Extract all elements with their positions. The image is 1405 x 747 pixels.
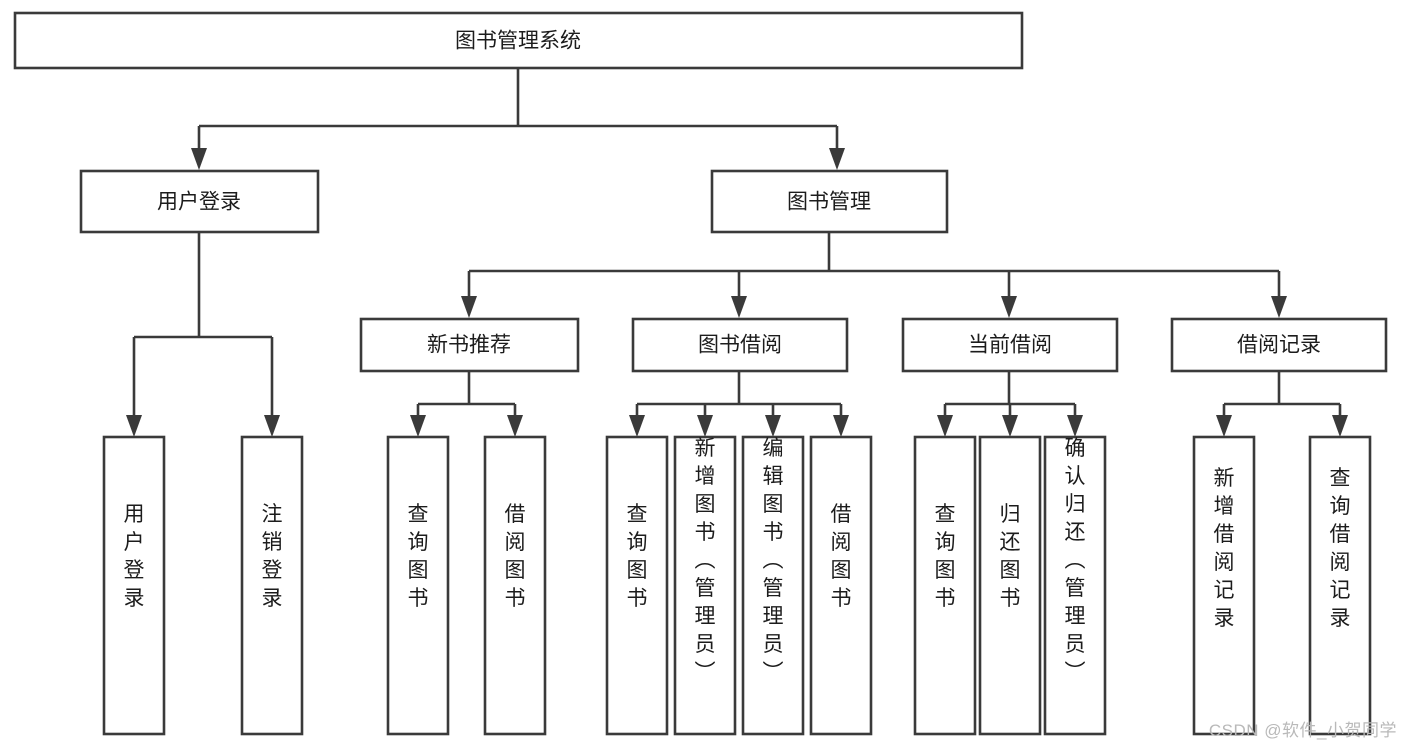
leaf-node-user-login-0[interactable]: 用户登录 bbox=[102, 435, 166, 736]
node-new-book-recommend[interactable]: 新书推荐 bbox=[359, 317, 580, 373]
node-book-borrow-label: 图书借阅 bbox=[698, 334, 782, 357]
leaf-label-vertical: 用户登录 bbox=[124, 503, 145, 610]
leaf-node-book-borrow-0[interactable]: 查询图书 bbox=[605, 435, 669, 736]
node-book-management-box[interactable] bbox=[710, 169, 949, 234]
node-borrow-record-box[interactable] bbox=[1170, 317, 1388, 373]
leaf-box[interactable] bbox=[1192, 435, 1256, 736]
leaf-label-vertical: 注销登录 bbox=[262, 503, 283, 610]
leaf-label-vertical: 查询图书 bbox=[408, 503, 429, 610]
leaf-node-book-borrow-2[interactable]: 编辑图书︵管理员︶ bbox=[741, 435, 805, 736]
leaf-box[interactable] bbox=[605, 435, 669, 736]
arrow-head-l2-1 bbox=[731, 296, 747, 318]
leaf-node-borrow-record-1[interactable]: 查询借阅记录 bbox=[1308, 435, 1372, 736]
arrow-head-borrow-record-leaf-0 bbox=[1216, 415, 1232, 437]
node-user-login[interactable]: 用户登录 bbox=[79, 169, 320, 234]
connector-group-root bbox=[191, 68, 845, 170]
connector-group-borrow-record bbox=[1216, 372, 1348, 437]
leaf-label-vertical: 查询借阅记录 bbox=[1330, 467, 1351, 630]
leaf-node-current-borrow-0[interactable]: 查询图书 bbox=[913, 435, 977, 736]
leaf-label-vertical: 借阅图书 bbox=[505, 503, 526, 610]
leaf-label-vertical: 确认归还︵管理员︶ bbox=[1065, 437, 1086, 684]
node-user-login-box[interactable] bbox=[79, 169, 320, 234]
leaf-label-vertical: 归还图书 bbox=[1000, 503, 1021, 610]
arrow-head-user-login-leaf-0 bbox=[126, 415, 142, 437]
node-user-login-label: 用户登录 bbox=[157, 191, 241, 214]
node-current-borrow-label: 当前借阅 bbox=[968, 334, 1052, 357]
node-borrow-record-label: 借阅记录 bbox=[1237, 334, 1321, 357]
node-new-book-recommend-label: 新书推荐 bbox=[427, 334, 511, 357]
leaf-label-vertical: 编辑图书︵管理员︶ bbox=[763, 437, 784, 684]
arrow-head-new-book-leaf-1 bbox=[507, 415, 523, 437]
node-book-management[interactable]: 图书管理 bbox=[710, 169, 949, 234]
leaf-node-current-borrow-1[interactable]: 归还图书 bbox=[978, 435, 1042, 736]
node-new-book-recommend-box[interactable] bbox=[359, 317, 580, 373]
arrow-head-new-book-leaf-0 bbox=[410, 415, 426, 437]
leaf-node-book-borrow-3[interactable]: 借阅图书 bbox=[809, 435, 873, 736]
arrow-head-book-borrow-leaf-1 bbox=[697, 415, 713, 437]
node-current-borrow[interactable]: 当前借阅 bbox=[901, 317, 1119, 373]
leaf-label-vertical: 查询图书 bbox=[627, 503, 648, 610]
node-book-borrow[interactable]: 图书借阅 bbox=[631, 317, 849, 373]
connector-group-user-login bbox=[126, 232, 280, 437]
connector-group-current-borrow bbox=[937, 372, 1083, 437]
node-root-label: 图书管理系统 bbox=[455, 30, 581, 53]
arrow-head-borrow-record-leaf-1 bbox=[1332, 415, 1348, 437]
node-book-borrow-box[interactable] bbox=[631, 317, 849, 373]
arrow-head-current-borrow-leaf-0 bbox=[937, 415, 953, 437]
node-borrow-record[interactable]: 借阅记录 bbox=[1170, 317, 1388, 373]
connector-group-book-mgmt bbox=[461, 232, 1287, 318]
arrow-head-book-borrow-leaf-3 bbox=[833, 415, 849, 437]
arrow-head-l2-0 bbox=[461, 296, 477, 318]
node-root[interactable]: 图书管理系统 bbox=[13, 11, 1024, 70]
arrow-head-user-login bbox=[191, 148, 207, 170]
connector-group-new-book bbox=[410, 372, 523, 437]
arrow-head-l2-3 bbox=[1271, 296, 1287, 318]
leaf-node-borrow-record-0[interactable]: 新增借阅记录 bbox=[1192, 435, 1256, 736]
leaf-box[interactable] bbox=[1308, 435, 1372, 736]
arrow-head-book-borrow-leaf-2 bbox=[765, 415, 781, 437]
leaf-label-vertical: 新增借阅记录 bbox=[1214, 467, 1235, 630]
leaf-label-vertical: 新增图书︵管理员︶ bbox=[695, 437, 716, 684]
arrow-head-book-borrow-leaf-0 bbox=[629, 415, 645, 437]
leaf-box[interactable] bbox=[978, 435, 1042, 736]
leaf-box[interactable] bbox=[741, 435, 805, 736]
arrow-head-book-mgmt bbox=[829, 148, 845, 170]
node-root-box[interactable] bbox=[13, 11, 1024, 70]
leaf-box[interactable] bbox=[1043, 435, 1107, 736]
leaf-node-user-login-1[interactable]: 注销登录 bbox=[240, 435, 304, 736]
leaf-node-new-book-1[interactable]: 借阅图书 bbox=[483, 435, 547, 736]
leaf-box[interactable] bbox=[913, 435, 977, 736]
leaf-node-current-borrow-2[interactable]: 确认归还︵管理员︶ bbox=[1043, 435, 1107, 736]
leaf-label-vertical: 查询图书 bbox=[935, 503, 956, 610]
leaf-label-vertical: 借阅图书 bbox=[831, 503, 852, 610]
arrow-head-current-borrow-leaf-2 bbox=[1067, 415, 1083, 437]
arrow-head-l2-2 bbox=[1001, 296, 1017, 318]
leaf-box[interactable] bbox=[240, 435, 304, 736]
node-book-management-label: 图书管理 bbox=[787, 191, 871, 214]
leaf-box[interactable] bbox=[483, 435, 547, 736]
leaf-node-new-book-0[interactable]: 查询图书 bbox=[386, 435, 450, 736]
arrow-head-current-borrow-leaf-1 bbox=[1002, 415, 1018, 437]
leaf-box[interactable] bbox=[386, 435, 450, 736]
leaf-box[interactable] bbox=[102, 435, 166, 736]
arrow-head-user-login-leaf-1 bbox=[264, 415, 280, 437]
node-current-borrow-box[interactable] bbox=[901, 317, 1119, 373]
leaf-node-book-borrow-1[interactable]: 新增图书︵管理员︶ bbox=[673, 435, 737, 736]
leaf-box[interactable] bbox=[809, 435, 873, 736]
leaf-box[interactable] bbox=[673, 435, 737, 736]
connector-group-book-borrow bbox=[629, 372, 849, 437]
